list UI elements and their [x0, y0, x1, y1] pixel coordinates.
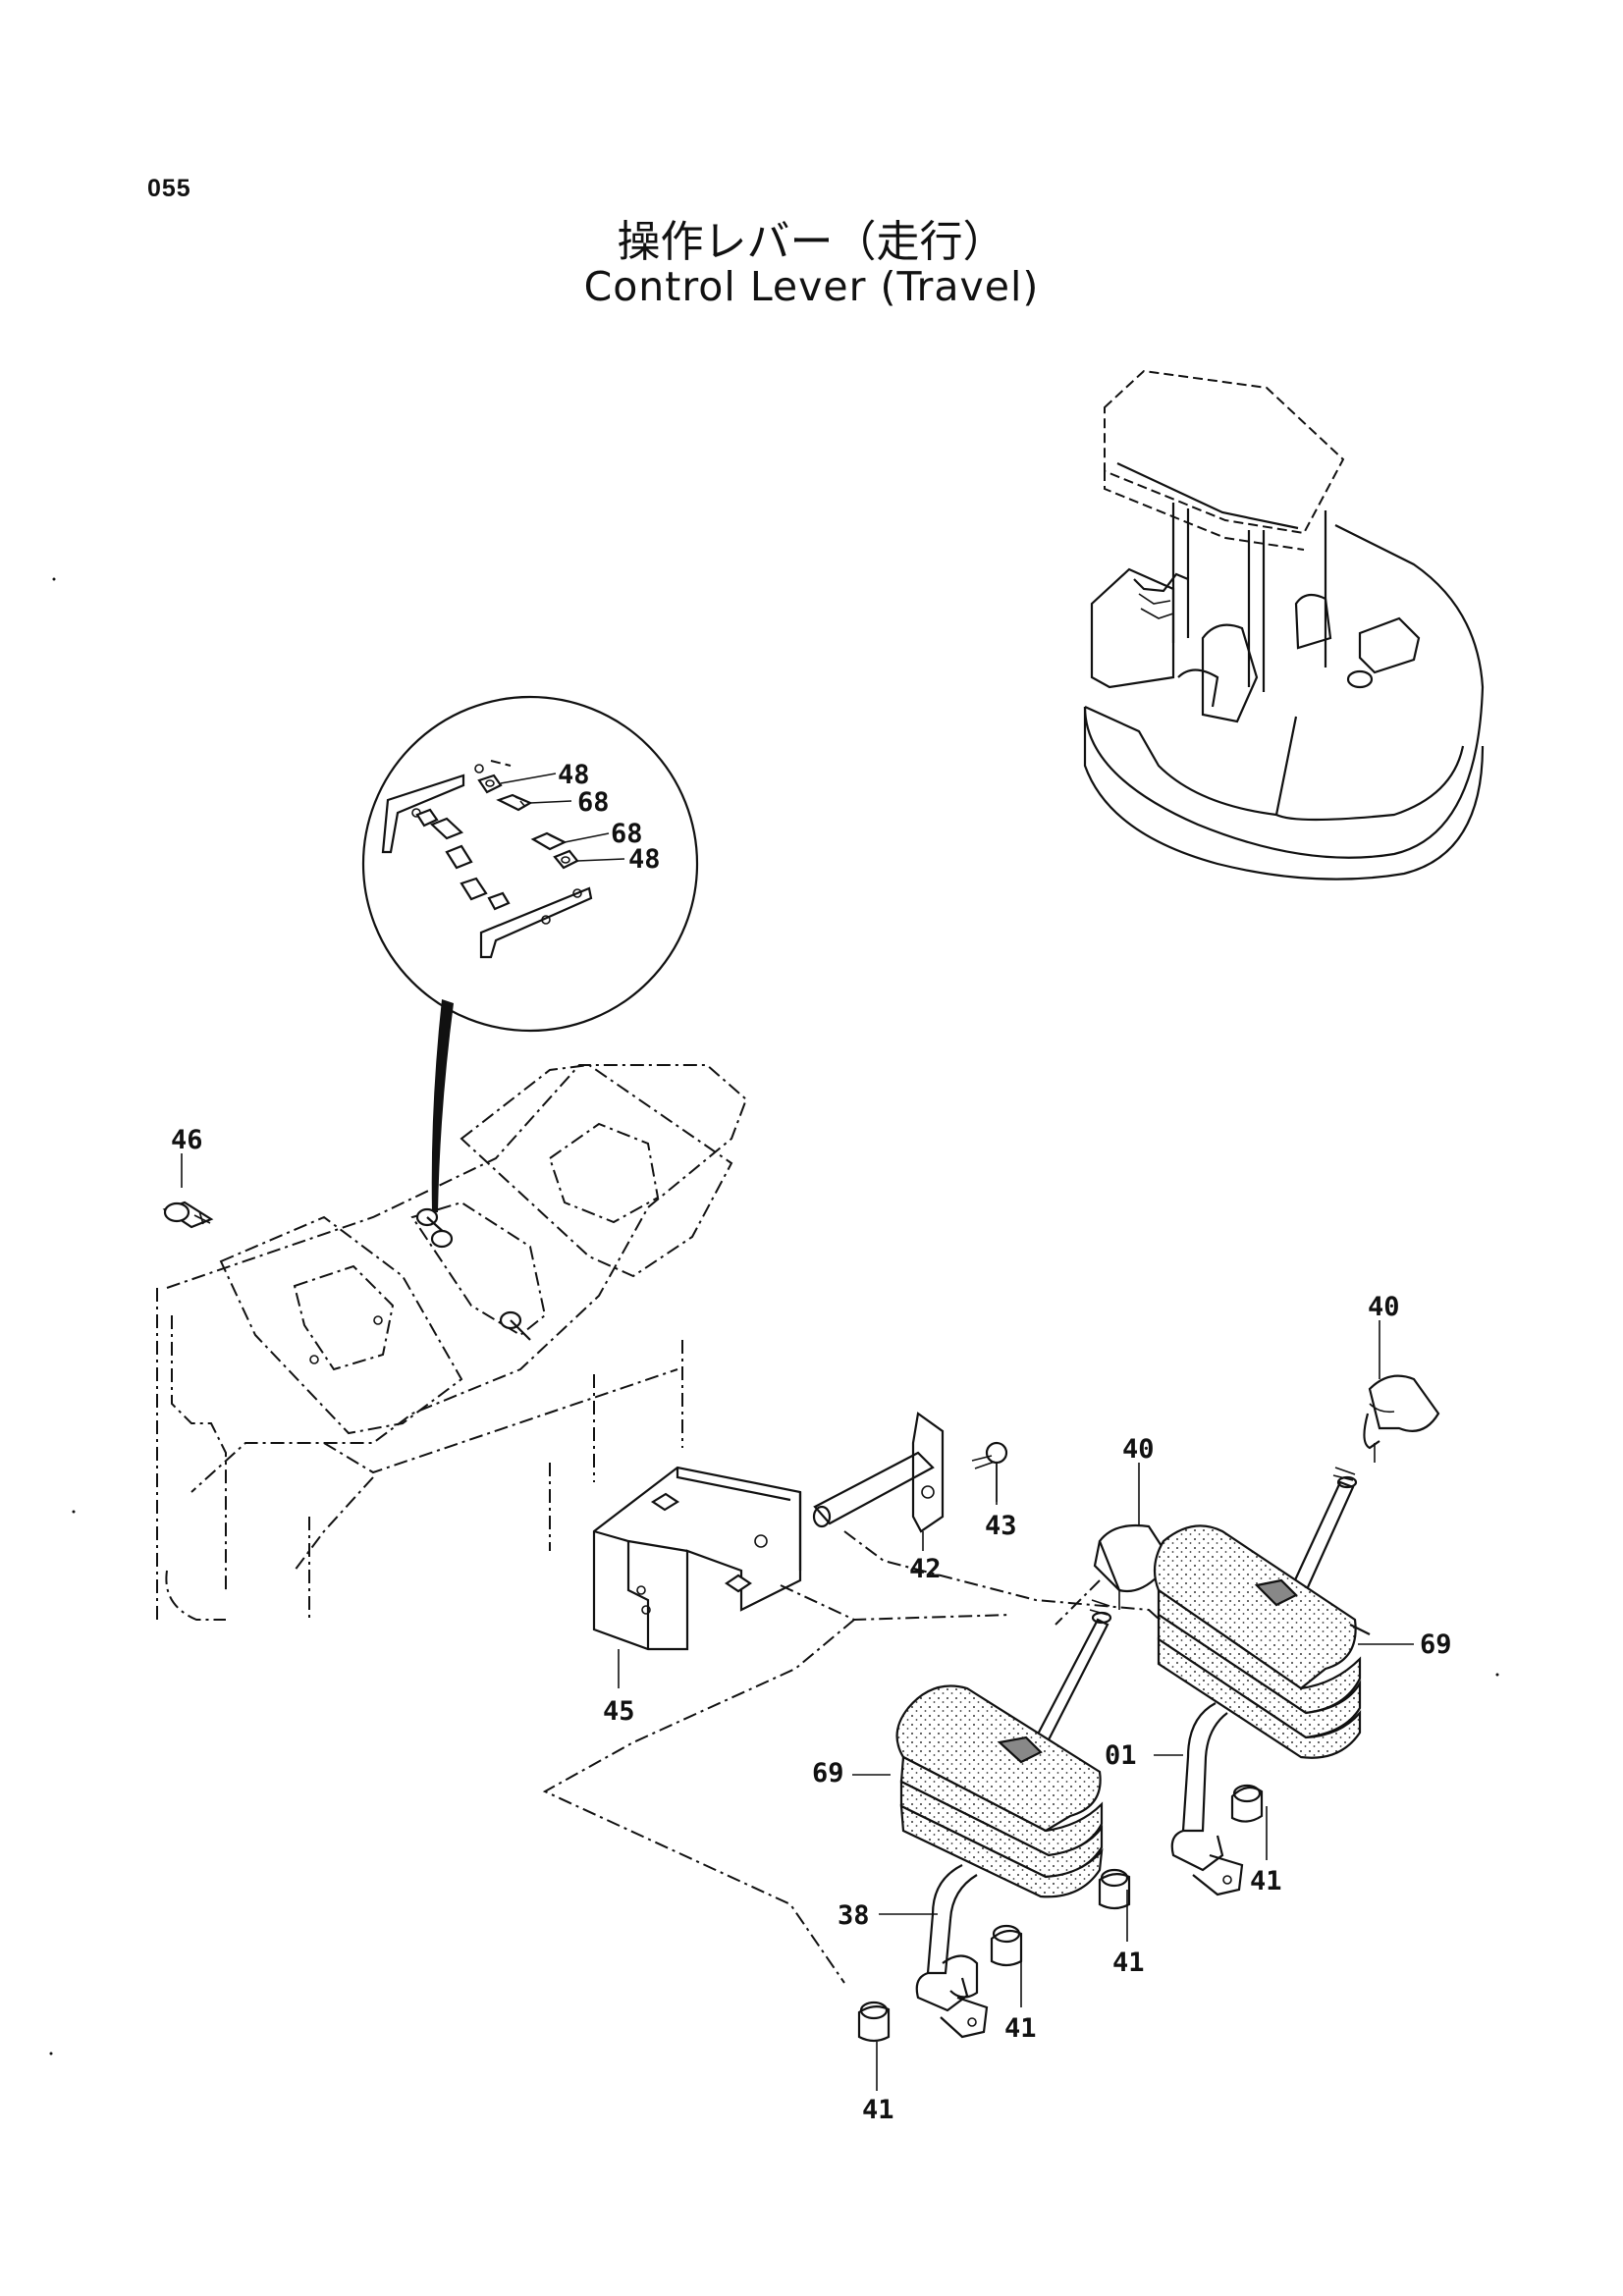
callout-69-left: 69	[812, 1758, 844, 1789]
leader-lines	[852, 1320, 1414, 2091]
callout-01: 01	[1105, 1740, 1137, 1771]
callout-46: 46	[171, 1125, 203, 1155]
callout-41-left-upper: 41	[1004, 2013, 1037, 2044]
bolt-46	[162, 1201, 214, 1229]
callout-labels: 48 68 68 48 46 40 40 42 43 45 69 69 01 3…	[171, 760, 1452, 2125]
callout-68-upper: 68	[577, 787, 610, 818]
callout-41-left-lower: 41	[862, 2095, 894, 2125]
callout-45: 45	[603, 1696, 635, 1727]
callout-68-lower: 68	[611, 819, 643, 849]
bolt-68-upper	[496, 793, 533, 812]
knob-40-right	[1363, 1374, 1440, 1463]
knob-40-left	[1093, 1523, 1163, 1610]
title-english: Control Lever (Travel)	[583, 263, 1040, 310]
bushing-41-c	[1230, 1784, 1264, 1823]
callout-42: 42	[909, 1554, 942, 1584]
callout-69-right: 69	[1420, 1629, 1452, 1660]
bushing-41-b	[1098, 1868, 1131, 1910]
callout-38: 38	[838, 1900, 870, 1931]
detail-inset-circle	[361, 695, 699, 1212]
bushing-41-d	[857, 2001, 891, 2043]
callout-41-middle: 41	[1112, 1948, 1145, 1978]
page-number: 055	[147, 175, 191, 202]
bracket-45	[592, 1466, 802, 1688]
nut-48-right	[553, 849, 579, 870]
nut-48-upper	[477, 774, 503, 794]
callout-48-lower: 48	[628, 844, 661, 875]
machine-overview-illustration	[1083, 369, 1485, 881]
lever-01	[1170, 1467, 1358, 1896]
boot-69-right	[1153, 1524, 1371, 1759]
callout-43: 43	[985, 1511, 1017, 1541]
bushing-41-a	[990, 1924, 1023, 1967]
callout-48-upper: 48	[558, 760, 590, 790]
boot-69-left	[895, 1684, 1104, 1898]
title-japanese: 操作レバー（走行）	[617, 217, 1006, 267]
shaft-42	[812, 1412, 945, 1551]
callout-40-right: 40	[1368, 1292, 1400, 1322]
frame-bolts	[309, 1207, 531, 1364]
callout-40-left: 40	[1122, 1434, 1155, 1465]
bolt-68-right	[530, 831, 568, 851]
bolt-43	[971, 1441, 1008, 1502]
travel-console-frame	[156, 1063, 748, 1621]
callout-41-right: 41	[1250, 1866, 1282, 1896]
